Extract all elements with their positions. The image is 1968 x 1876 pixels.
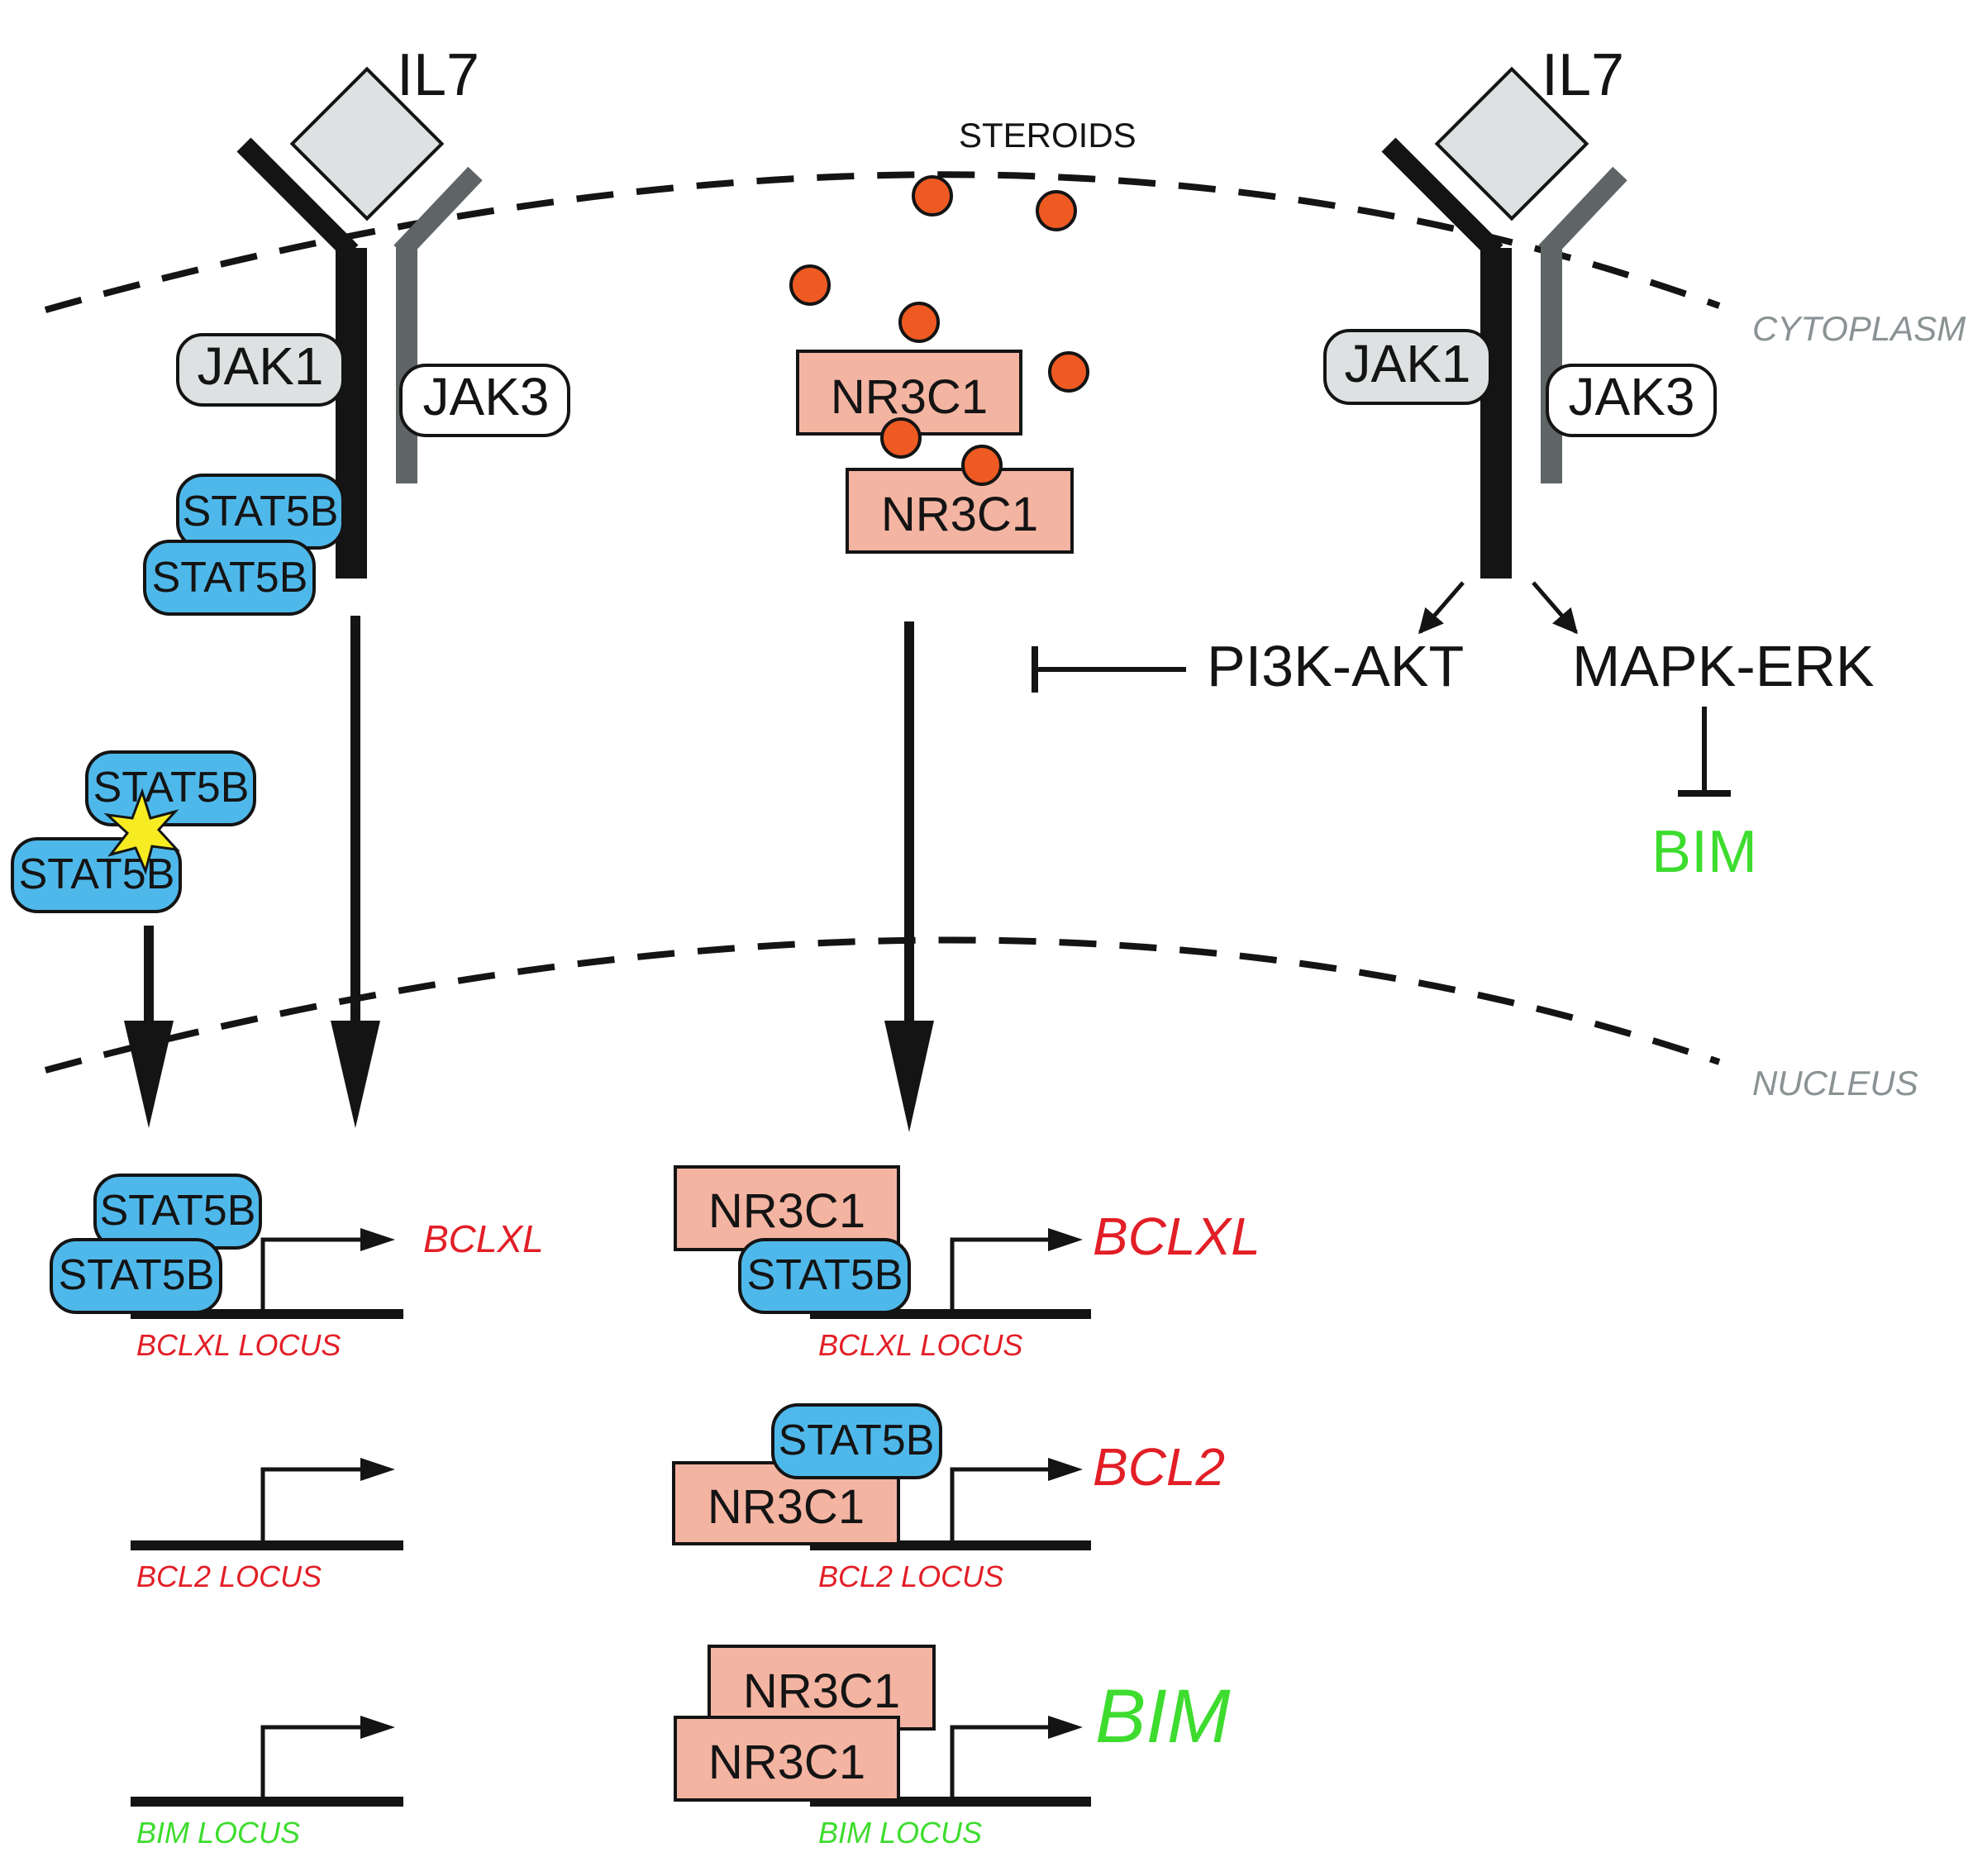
nr3c1-label: NR3C1 (881, 488, 1038, 541)
bclxl-output-right: BCLXL (1093, 1207, 1260, 1266)
stat5b-label: STAT5B (183, 488, 339, 536)
pi3k-akt-label: PI3K-AKT (1207, 634, 1464, 698)
steroid-molecule (880, 417, 922, 459)
pi3k-akt-inhibition (1032, 646, 1186, 693)
jak1-right: JAK1 (1323, 329, 1492, 405)
stat5b-dimer-receptor: STAT5B STAT5B (143, 474, 345, 616)
cytoplasm-label: CYTOPLASM (1752, 309, 1966, 348)
locus-bim-right: NR3C1 NR3C1 (674, 1645, 1091, 1807)
nr3c1-label: NR3C1 (831, 370, 988, 424)
bim-locus-label-right: BIM LOCUS (818, 1816, 982, 1850)
nuclear-membrane (44, 936, 1721, 1074)
steroid-molecule (1048, 351, 1089, 393)
bclxl-output-left: BCLXL (423, 1217, 544, 1260)
locus-bim-left (131, 1716, 403, 1807)
il7-label-right: IL7 (1542, 42, 1624, 108)
jak3-label-left: JAK3 (423, 367, 550, 426)
nr3c1-label: NR3C1 (743, 1664, 900, 1718)
nr3c1-label: NR3C1 (708, 1480, 865, 1534)
mapk-erk-label: MAPK-ERK (1572, 634, 1875, 698)
bclxl-locus-label-right: BCLXL LOCUS (818, 1328, 1022, 1362)
il7-receptor-left (236, 66, 483, 579)
bcl2-output-right: BCL2 (1093, 1437, 1225, 1497)
locus-bcl2-right: NR3C1 STAT5B (672, 1403, 1091, 1550)
bim-output-right: BIM (1095, 1674, 1231, 1759)
stat5b-label: STAT5B (779, 1417, 935, 1464)
nr3c1-dimer-cytoplasm: NR3C1 NR3C1 (796, 350, 1074, 554)
steroid-molecule (789, 264, 831, 306)
locus-bclxl-left: STAT5B STAT5B (50, 1174, 403, 1319)
jak3-right: JAK3 (1546, 364, 1717, 437)
stat5b-label: STAT5B (59, 1251, 215, 1299)
arrow-to-mapk-erk (1532, 581, 1578, 635)
jak3-left: JAK3 (399, 364, 570, 437)
il7-receptor-right (1381, 66, 1627, 579)
locus-bclxl-right: NR3C1 STAT5B (674, 1165, 1091, 1319)
steroid-molecule (1036, 190, 1077, 231)
steroids-label: STEROIDS (959, 116, 1136, 155)
bim-cytoplasm-label: BIM (1651, 819, 1757, 885)
arrow-nr3c1-to-nucleus (884, 621, 934, 1132)
il7-label-left: IL7 (397, 42, 479, 108)
stat5b-label: STAT5B (19, 850, 175, 898)
bim-locus-label-left: BIM LOCUS (136, 1816, 300, 1850)
steroid-molecule (912, 175, 953, 217)
stat5b-label: STAT5B (100, 1187, 256, 1235)
mapk-erk-inhibition (1678, 707, 1731, 797)
jak1-left: JAK1 (176, 333, 345, 407)
steroid-molecule (898, 302, 940, 343)
bclxl-locus-label-left: BCLXL LOCUS (136, 1328, 341, 1362)
jak3-label-right: JAK3 (1569, 367, 1695, 426)
locus-bcl2-left (131, 1458, 403, 1550)
jak1-label-right: JAK1 (1345, 334, 1471, 393)
nucleus-label: NUCLEUS (1752, 1064, 1918, 1102)
stat5b-dimer-phosphorylated: STAT5B STAT5B (11, 750, 256, 913)
stat5b-label: STAT5B (93, 764, 250, 812)
phosphorylation-spark-icon (103, 788, 180, 875)
nr3c1-label: NR3C1 (708, 1184, 865, 1238)
stat5b-label: STAT5B (747, 1251, 903, 1299)
stat5b-label: STAT5B (152, 554, 308, 602)
steroid-molecules (789, 175, 1089, 393)
nr3c1-label: NR3C1 (708, 1736, 865, 1789)
il7-ligand-left (289, 66, 445, 221)
arrow-stat5b-to-nucleus (124, 926, 174, 1128)
arrow-il7-to-nucleus (331, 616, 380, 1128)
jak1-label-left: JAK1 (198, 336, 324, 396)
arrow-to-pi3k-akt (1418, 581, 1465, 635)
bcl2-locus-label-left: BCL2 LOCUS (136, 1559, 322, 1593)
steroid-molecule (961, 445, 1003, 486)
bcl2-locus-label-right: BCL2 LOCUS (818, 1559, 1003, 1593)
il7-ligand-right (1434, 66, 1589, 221)
